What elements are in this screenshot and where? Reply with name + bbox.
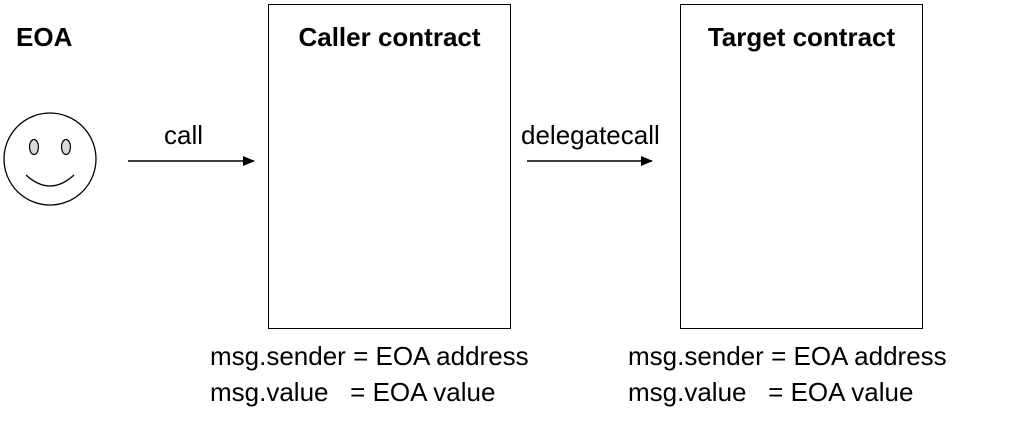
caller-contract-box	[268, 4, 511, 329]
caller-msg-value: msg.value = EOA value	[210, 377, 496, 407]
caller-msg-sender: msg.sender = EOA address	[210, 341, 529, 371]
delegatecall-label: delegatecall	[521, 120, 660, 150]
smiley-face-icon	[3, 112, 97, 206]
call-label: call	[164, 120, 204, 150]
caller-contract-title: Caller contract	[298, 22, 481, 52]
target-contract-box	[680, 4, 923, 329]
target-contract-title: Target contract	[707, 22, 896, 52]
target-msg-value: msg.value = EOA value	[628, 377, 914, 407]
target-msg-sender: msg.sender = EOA address	[628, 341, 947, 371]
eoa-title: EOA	[16, 22, 73, 52]
